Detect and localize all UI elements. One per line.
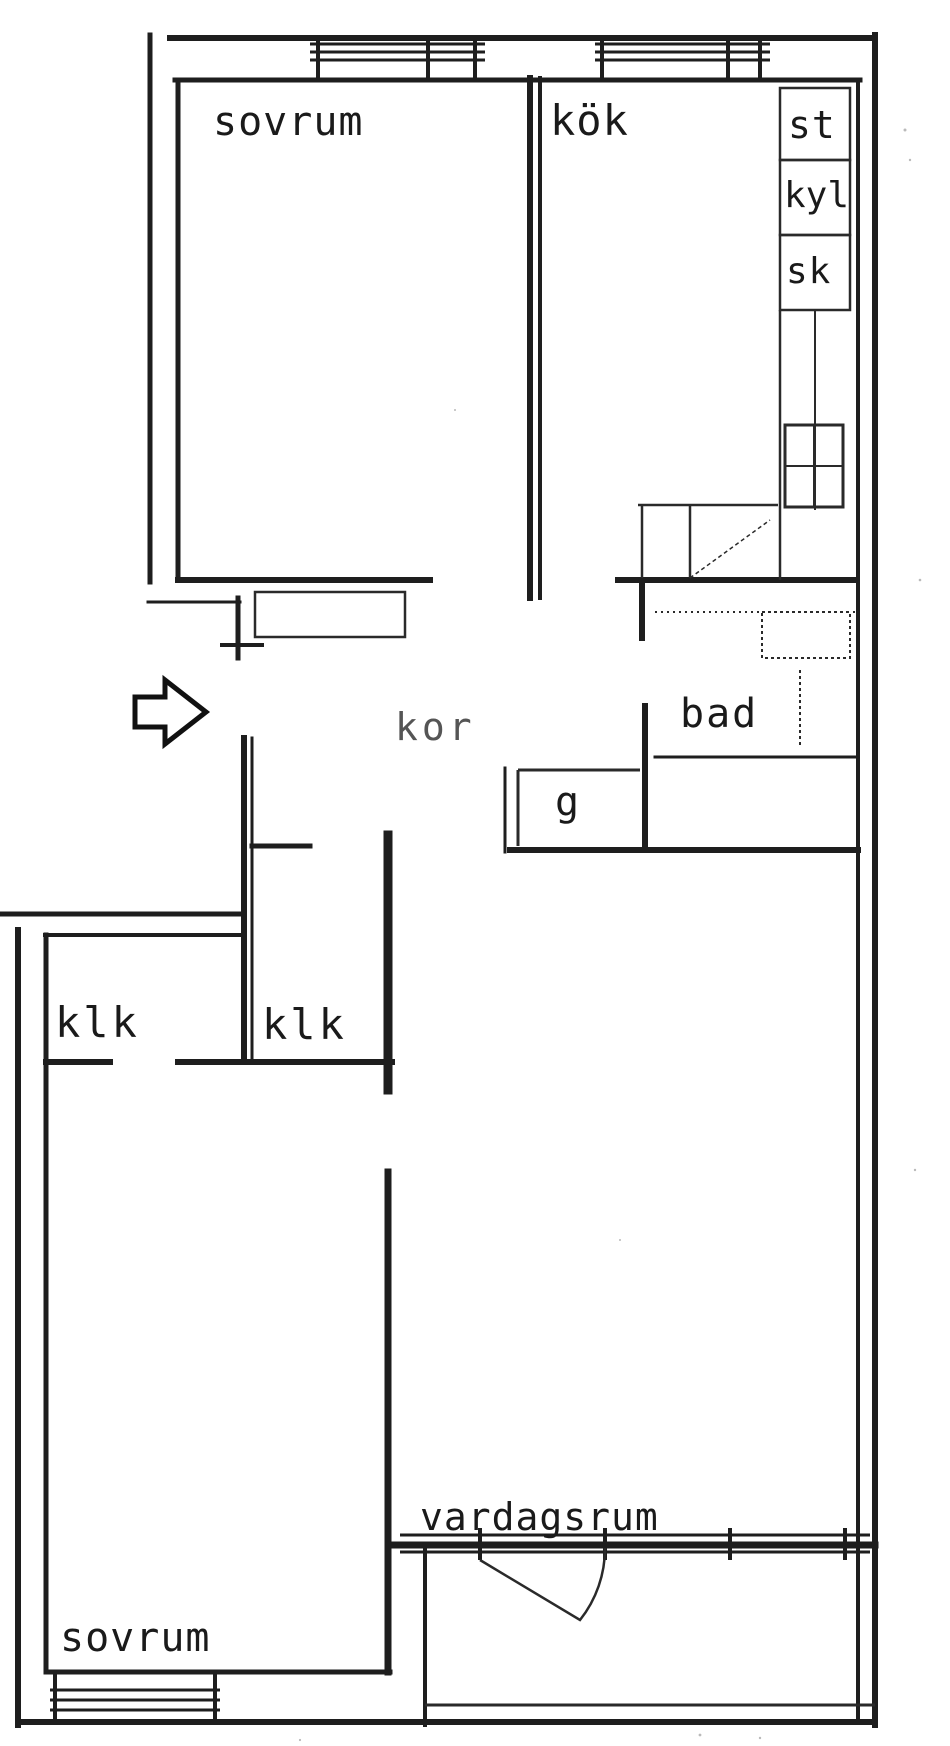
bath-basin — [761, 611, 851, 659]
label-sovrum-bottom: sovrum — [60, 1615, 211, 1661]
window-bedroom2 — [50, 1672, 220, 1722]
bedroom1-door-frame — [253, 590, 407, 639]
scan-noise — [298, 128, 922, 1742]
arrow-right-outline-icon — [132, 674, 211, 750]
label-corridor: kor — [395, 705, 476, 749]
kitchen-fixtures — [638, 86, 852, 580]
label-bath: bad — [680, 691, 759, 737]
label-sovrum-top: sovrum — [213, 99, 364, 145]
windows — [50, 38, 870, 1722]
label-fridge: kyl — [784, 175, 850, 216]
window-bedroom1 — [310, 38, 485, 80]
label-closet-right: klk — [262, 1000, 347, 1049]
walls — [0, 32, 879, 1728]
doors — [175, 590, 607, 1622]
window-living — [400, 1528, 870, 1560]
label-wardrobe-g: g — [555, 779, 581, 825]
label-closet-left: klk — [55, 998, 140, 1047]
window-kitchen — [595, 38, 770, 80]
balcony-door-swing — [479, 1547, 607, 1622]
kitchen-diagonal — [689, 519, 771, 579]
label-cabinet: sk — [786, 251, 832, 292]
label-living: vardagsrum — [420, 1495, 659, 1539]
label-stove: st — [788, 103, 836, 147]
bath-fixtures — [655, 611, 858, 745]
label-kok: kök — [550, 96, 629, 145]
